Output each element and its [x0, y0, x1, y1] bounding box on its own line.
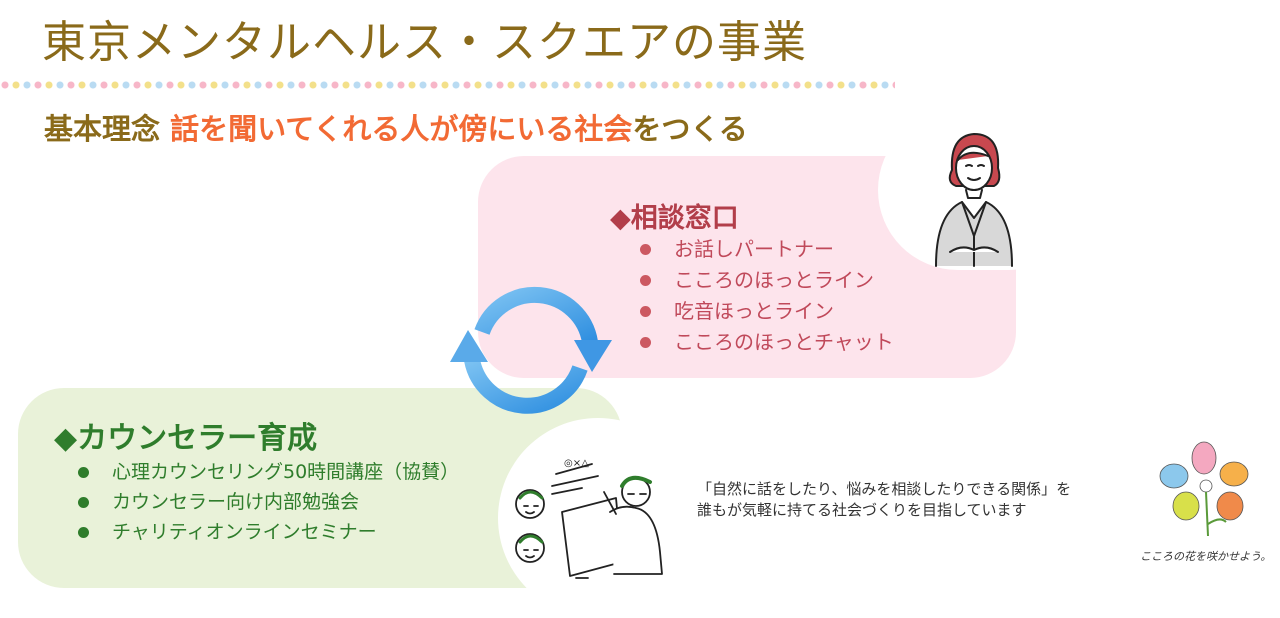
subtitle-prefix: 基本理念: [44, 112, 171, 146]
list-item: こころのほっとチャット: [640, 327, 894, 358]
list-item: チャリティオンラインセミナー: [78, 517, 459, 547]
cycle-arrows-icon: [450, 286, 612, 414]
dotted-divider: [0, 78, 895, 92]
subtitle-highlight: 話を聞いてくれる人が傍にいる社会: [170, 112, 633, 146]
list-item: 心理カウンセリング50時間講座（協賛）: [78, 457, 459, 487]
mission-quote: 「自然に話をしたり、悩みを相談したりできる関係」を 誰もが気軽に持てる社会づくり…: [697, 479, 1071, 521]
list-item: カウンセラー向け内部勉強会: [78, 487, 459, 517]
subtitle: 基本理念 話を聞いてくれる人が傍にいる社会をつくる: [44, 106, 748, 148]
subtitle-suffix: をつくる: [632, 112, 748, 146]
page-title: 東京メンタルヘルス・スクエアの事業: [42, 17, 807, 68]
flower-logo-icon: [1159, 441, 1249, 537]
list-item: 吃音ほっとライン: [640, 296, 894, 327]
counselor-person-icon: [935, 133, 1013, 267]
logo-caption: こころの花を咲かせよう。: [1140, 550, 1272, 563]
training-title: ◆カウンセラー育成: [54, 421, 318, 456]
svg-text:◎×△: ◎×△: [564, 458, 589, 469]
consultation-list: お話しパートナー こころのほっとライン 吃音ほっとライン こころのほっとチャット: [640, 234, 894, 358]
list-item: こころのほっとライン: [640, 265, 894, 296]
consultation-title: ◆相談窓口: [610, 203, 739, 234]
list-item: お話しパートナー: [640, 234, 894, 265]
quote-line: 「自然に話をしたり、悩みを相談したりできる関係」を: [697, 480, 1072, 498]
lecture-teacher-icon: ◎×△: [515, 458, 663, 579]
training-list: 心理カウンセリング50時間講座（協賛） カウンセラー向け内部勉強会 チャリティオ…: [78, 457, 459, 547]
quote-line: 誰もが気軽に持てる社会づくりを目指しています: [697, 501, 1027, 519]
